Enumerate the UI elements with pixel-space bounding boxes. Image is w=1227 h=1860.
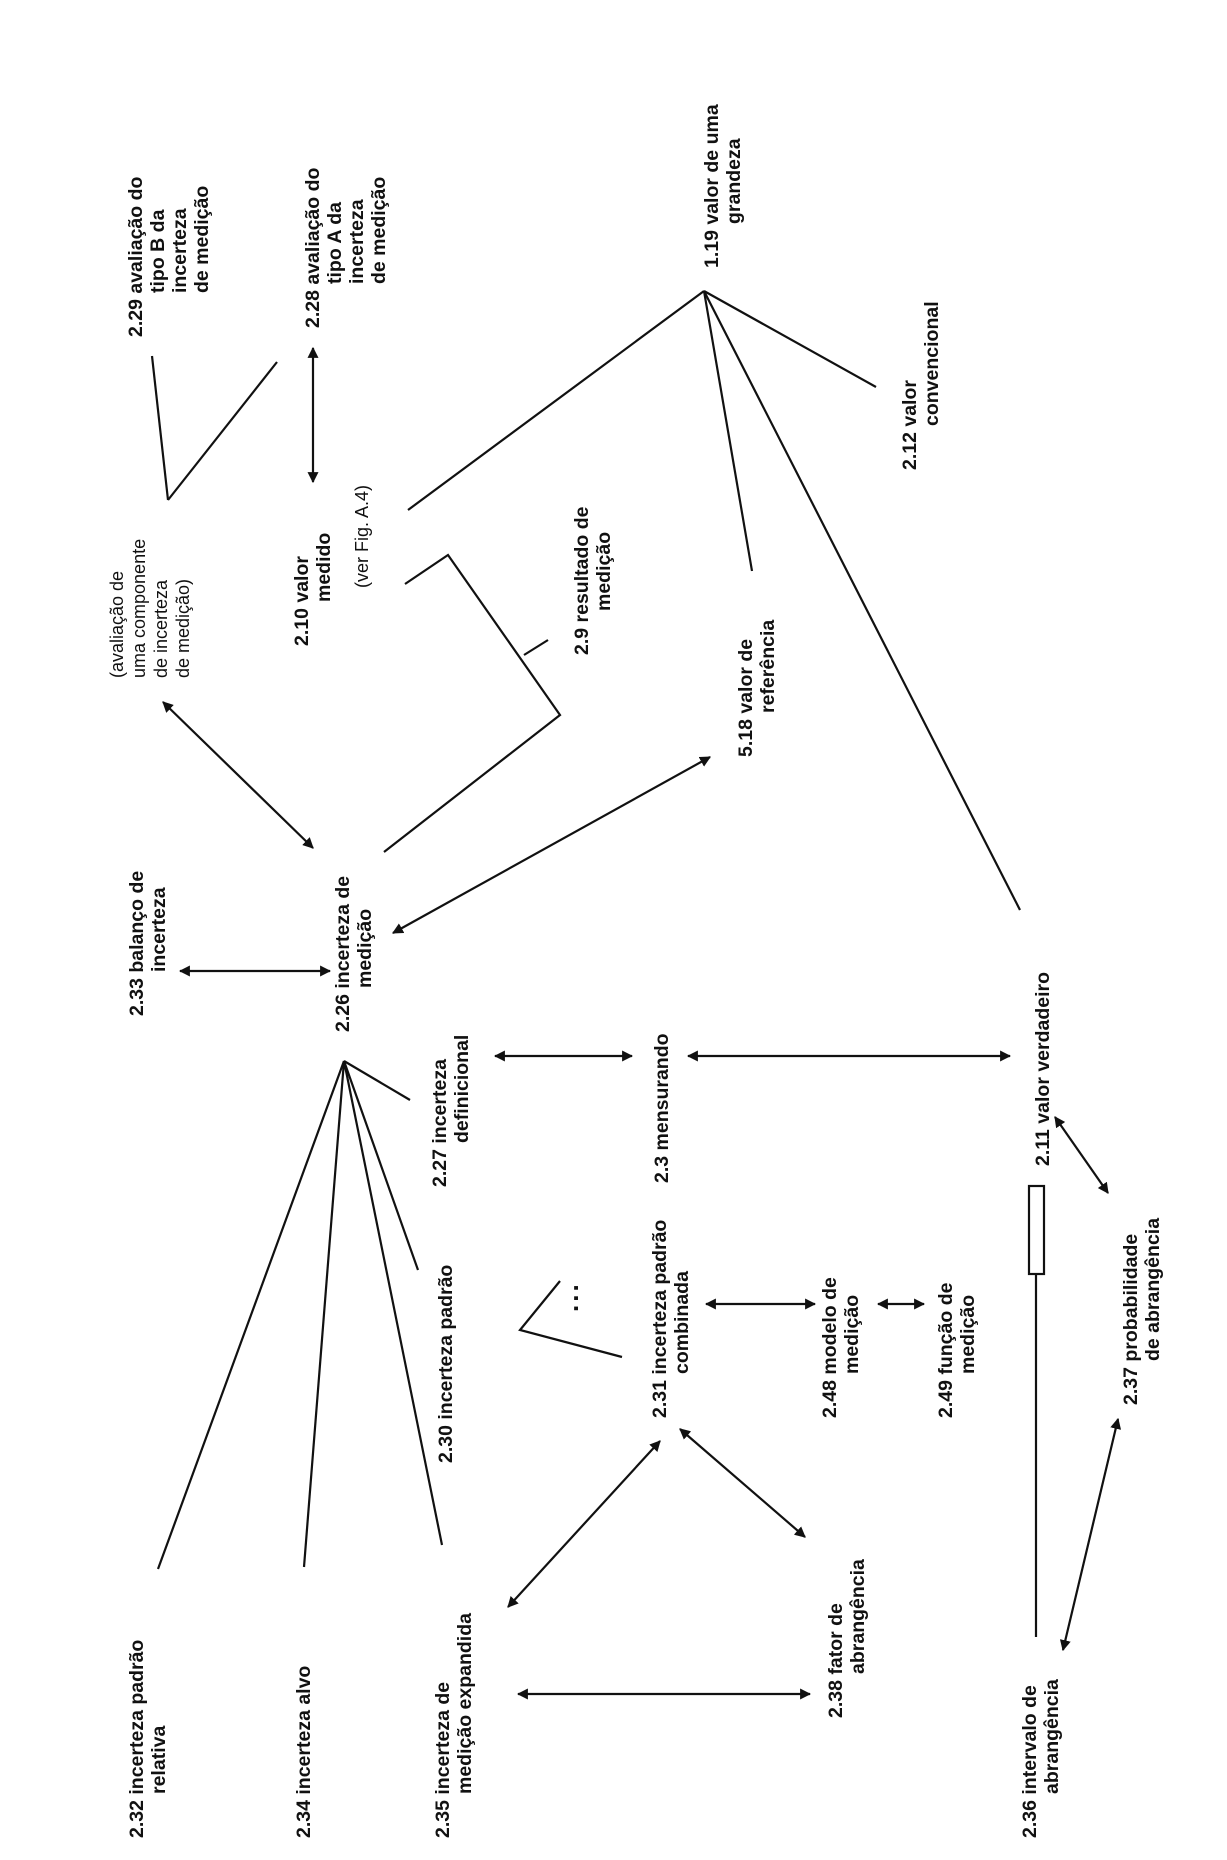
concept-line: 2.38 fator de bbox=[825, 1603, 847, 1718]
line-1-19-to-2-12 bbox=[703, 290, 877, 388]
concept-2-32: 2.32 incerteza padrãorelativa bbox=[126, 1640, 170, 1838]
concept-line: medição bbox=[841, 1295, 863, 1374]
concept-line: 2.12 valor bbox=[899, 380, 921, 470]
line-2-26-to-2-27 bbox=[343, 1060, 411, 1101]
concept-2-10-note: (ver Fig. A.4) bbox=[352, 485, 372, 588]
concept-line: tipo A da bbox=[324, 202, 346, 284]
concept-2-11: 2.11 valor verdadeiro bbox=[1032, 972, 1054, 1166]
concept-line: 2.37 probabilidade bbox=[1120, 1234, 1142, 1405]
line-1-19-to-5-18 bbox=[702, 290, 754, 572]
concept-5-18: 5.18 valor dereferência bbox=[735, 620, 779, 757]
concept-line: abrangência bbox=[847, 1559, 869, 1674]
concept-line: 2.30 incerteza padrão bbox=[435, 1265, 457, 1463]
concept-2-34: 2.34 incerteza alvo bbox=[293, 1666, 315, 1838]
concept-2-10: 2.10 valormedido bbox=[291, 533, 335, 646]
concept-line: definicional bbox=[451, 1035, 473, 1143]
arrow-2-26-to-5-18 bbox=[392, 756, 711, 934]
relations bbox=[162, 346, 1122, 1700]
concept-line: de abrangência bbox=[1142, 1218, 1164, 1361]
concept-line: 2.26 incerteza de bbox=[332, 876, 354, 1032]
concept-2-27: 2.27 incertezadefinicional bbox=[429, 1035, 473, 1187]
concept-line: incerteza bbox=[346, 199, 368, 284]
line-2-26-to-2-35 bbox=[342, 1060, 444, 1546]
concept-2-37: 2.37 probabilidadede abrangência bbox=[1120, 1218, 1164, 1405]
concept-line: medição bbox=[593, 532, 615, 611]
concept-line: medição bbox=[957, 1295, 979, 1374]
concept-line: 1.19 valor de uma bbox=[701, 104, 723, 268]
concept-2-30: 2.30 incerteza padrão bbox=[435, 1265, 457, 1463]
tube-2-11-to-2-36 bbox=[1027, 1184, 1046, 1276]
arrow-2-11-to-2-37 bbox=[1054, 1116, 1109, 1194]
concept-line: 2.10 valor bbox=[291, 556, 313, 646]
concept-line: medição bbox=[354, 909, 376, 988]
concept-2-9: 2.9 resultado demedição bbox=[571, 506, 615, 655]
concept-line: 2.29 avaliação do bbox=[125, 176, 147, 337]
concept-line: 2.3 mensurando bbox=[651, 1033, 673, 1183]
arrow-evaluation-to-2-26 bbox=[162, 701, 314, 849]
concept-line: 2.34 incerteza alvo bbox=[293, 1666, 315, 1838]
concept-line: abrangência bbox=[1041, 1679, 1063, 1794]
concept-line: incerteza bbox=[169, 208, 191, 293]
concept-line: 2.48 modelo de bbox=[819, 1277, 841, 1418]
line-1-19-to-2-11 bbox=[703, 290, 1021, 911]
concept-line: 2.31 incerteza padrão bbox=[649, 1220, 671, 1418]
concept-line: de medição bbox=[368, 177, 390, 284]
concept-line: 2.35 incerteza de bbox=[432, 1682, 454, 1838]
concept-line: relativa bbox=[148, 1726, 170, 1794]
line-2-26-to-2-34 bbox=[302, 1060, 346, 1568]
concept-2-3: 2.3 mensurando bbox=[651, 1033, 673, 1183]
concept-2-35: 2.35 incerteza demedição expandida bbox=[432, 1613, 476, 1838]
concept-2-49: 2.49 função demedição bbox=[935, 1282, 979, 1418]
line-2-29-to-evaluation bbox=[150, 355, 170, 501]
concept-line: grandeza bbox=[723, 138, 745, 224]
arrow-2-31-to-2-35 bbox=[507, 1440, 661, 1608]
concept-line: 2.33 balanço de bbox=[126, 871, 148, 1016]
concept-line: tipo B da bbox=[147, 209, 169, 293]
line-2-31-to-ellipsis bbox=[518, 1280, 623, 1359]
line-2-26-to-2-30 bbox=[342, 1060, 420, 1271]
concept-line: combinada bbox=[671, 1271, 693, 1374]
concept-line: 2.32 incerteza padrão bbox=[126, 1640, 148, 1838]
line-1-19-to-2-10 bbox=[407, 290, 705, 511]
concept-line: de medição bbox=[191, 186, 213, 293]
concept-2-33: 2.33 balanço deincerteza bbox=[126, 871, 170, 1016]
concept-line: referência bbox=[757, 620, 779, 713]
line-2-9 bbox=[523, 639, 549, 656]
concept-line: uma componente bbox=[129, 539, 149, 678]
concept-line: 2.28 avaliação do bbox=[302, 167, 324, 328]
concept-line: 2.9 resultado de bbox=[571, 506, 593, 655]
concept-line: 2.27 incerteza bbox=[429, 1059, 451, 1187]
ellipsis: ... bbox=[554, 1281, 584, 1312]
labels: 2.29 avaliação dotipo B daincertezade me… bbox=[107, 104, 1164, 1838]
concept-2-28: 2.28 avaliação dotipo A daincertezade me… bbox=[302, 167, 390, 328]
concept-line: incerteza bbox=[148, 887, 170, 972]
concept-line: 2.49 função de bbox=[935, 1282, 957, 1418]
concept-line: 2.36 intervalo de bbox=[1019, 1685, 1041, 1838]
concept-2-36: 2.36 intervalo deabrangência bbox=[1019, 1679, 1063, 1838]
line-2-26-to-2-32 bbox=[156, 1060, 346, 1570]
concept-2-31: 2.31 incerteza padrãocombinada bbox=[649, 1220, 693, 1418]
line-2-28-to-evaluation bbox=[167, 361, 278, 501]
concept-2-48: 2.48 modelo demedição bbox=[819, 1277, 863, 1418]
concept-line: de incerteza bbox=[151, 579, 171, 678]
concept-line: 5.18 valor de bbox=[735, 639, 757, 757]
concept-line: de medição) bbox=[173, 579, 193, 678]
arrow-2-37-to-2-36 bbox=[1059, 1417, 1122, 1652]
concept-2-12: 2.12 valorconvencional bbox=[899, 301, 943, 470]
concept-2-38: 2.38 fator deabrangência bbox=[825, 1559, 869, 1718]
concept-line: (avaliação de bbox=[107, 571, 127, 678]
bracket-2-9 bbox=[383, 553, 562, 853]
concept-line: convencional bbox=[921, 301, 943, 426]
connectors bbox=[150, 290, 1046, 1637]
arrow-2-31-to-2-38 bbox=[679, 1428, 806, 1538]
concept-line: medição expandida bbox=[454, 1613, 476, 1794]
concept-1-19: 1.19 valor de umagrandeza bbox=[701, 104, 745, 268]
concept-2-26: 2.26 incerteza demedição bbox=[332, 876, 376, 1032]
concept-line: (ver Fig. A.4) bbox=[352, 485, 372, 588]
concept-line: medido bbox=[313, 533, 335, 602]
concept-2-29: 2.29 avaliação dotipo B daincertezade me… bbox=[125, 176, 213, 337]
concept-line: 2.11 valor verdadeiro bbox=[1032, 972, 1054, 1166]
